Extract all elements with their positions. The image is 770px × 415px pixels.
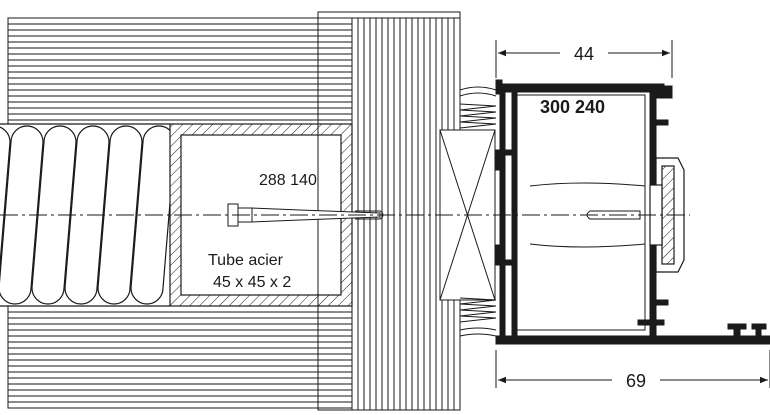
profile-outline (516, 94, 646, 331)
dimension-bottom (495, 350, 770, 388)
dimension-top-label: 44 (574, 44, 594, 64)
seal-top (459, 86, 497, 129)
profile-ref-label: 300 240 (540, 97, 605, 117)
fixing-ref-label: 288 140 (259, 172, 317, 189)
insulation-loop (31, 125, 77, 305)
wall-boards-top (7, 17, 353, 125)
insulation-loop (0, 125, 44, 305)
tube-label-line2: 45 x 45 x 2 (213, 274, 291, 291)
dimension-top (495, 40, 673, 78)
insulation-loop (97, 125, 143, 305)
insulation-loop (64, 125, 110, 305)
tube-label-line1: Tube acier (208, 252, 284, 269)
wall-boards-bottom (7, 305, 353, 409)
dimension-bottom-label: 69 (626, 371, 646, 391)
insulation (0, 125, 170, 305)
seal-bottom (459, 297, 497, 337)
insulation-loop (130, 125, 170, 305)
